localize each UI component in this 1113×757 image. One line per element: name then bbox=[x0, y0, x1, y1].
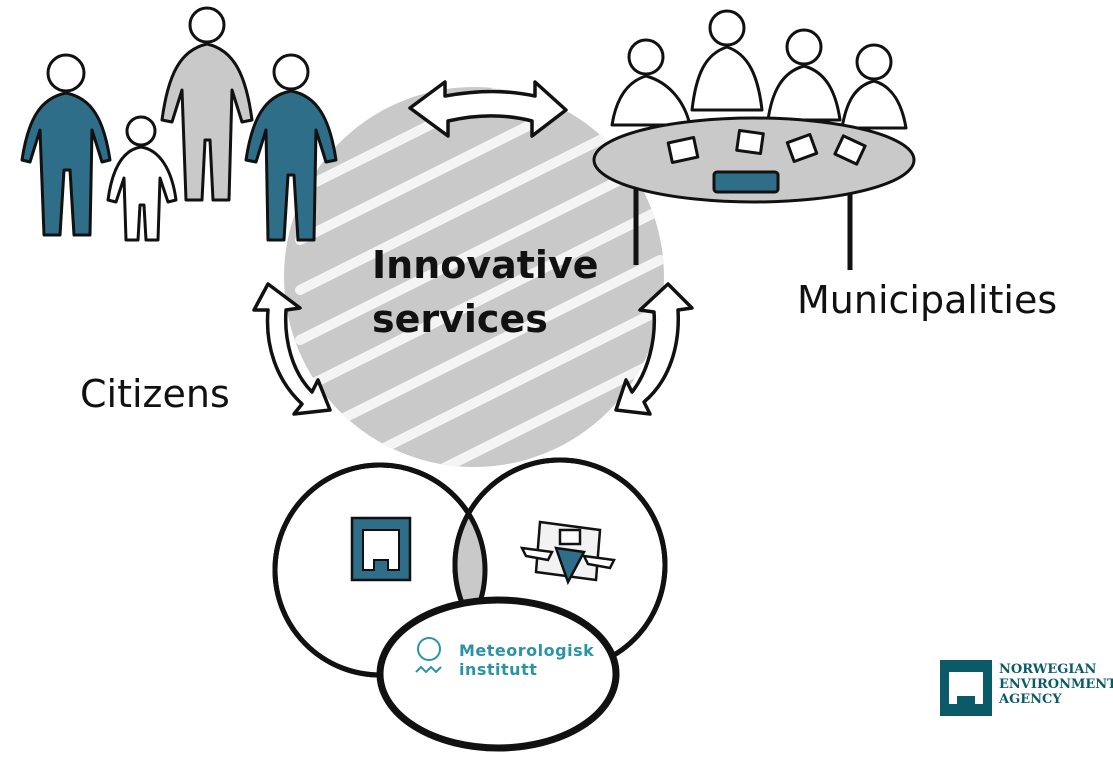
double-arrow-left-icon bbox=[252, 282, 332, 416]
double-arrow-right-icon bbox=[614, 282, 694, 416]
municipalities-label: Municipalities bbox=[797, 278, 1058, 322]
met-logo-line1: Meteorologisk bbox=[459, 641, 595, 660]
agency-logo-icon bbox=[940, 660, 992, 716]
center-label-line1: Innovative bbox=[372, 243, 599, 287]
municipalities-meeting-icon bbox=[592, 9, 916, 270]
agency-logo-line2: ENVIRONMENT bbox=[999, 677, 1113, 692]
agency-logo-line1: NORWEGIAN bbox=[999, 662, 1097, 677]
met-logo-line2: institutt bbox=[459, 660, 538, 679]
met-institute-logo-icon bbox=[415, 637, 442, 674]
environment-agency-emblem-icon bbox=[350, 516, 412, 582]
citizens-label: Citizens bbox=[80, 372, 230, 416]
center-label-line2: services bbox=[372, 297, 548, 341]
center-label: Innovative services bbox=[372, 238, 599, 346]
met-institute-logo-text: Meteorologisk institutt bbox=[459, 641, 594, 679]
agency-logo-text: NORWEGIAN ENVIRONMENT AGENCY bbox=[999, 662, 1113, 707]
partner-circles bbox=[272, 457, 668, 752]
citizens-family-icon bbox=[20, 6, 338, 242]
road-administration-emblem-icon bbox=[519, 520, 616, 586]
double-arrow-top-icon bbox=[408, 80, 568, 138]
innovation-hub-circle bbox=[284, 87, 664, 467]
agency-logo-line3: AGENCY bbox=[999, 692, 1062, 707]
